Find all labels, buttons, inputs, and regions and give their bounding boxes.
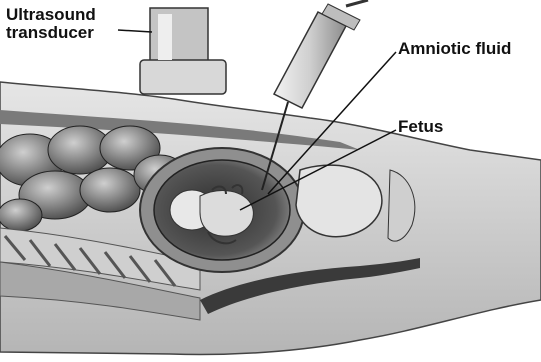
leader-line-transducer [118, 30, 152, 32]
label-ultrasound-transducer: Ultrasound transducer [6, 6, 96, 42]
ultrasound-transducer [140, 8, 226, 94]
label-transducer-line1: Ultrasound [6, 6, 96, 24]
label-transducer-line2: transducer [6, 24, 96, 42]
label-fetus: Fetus [398, 118, 443, 136]
bladder [296, 165, 382, 236]
label-amniotic-fluid: Amniotic fluid [398, 40, 511, 58]
